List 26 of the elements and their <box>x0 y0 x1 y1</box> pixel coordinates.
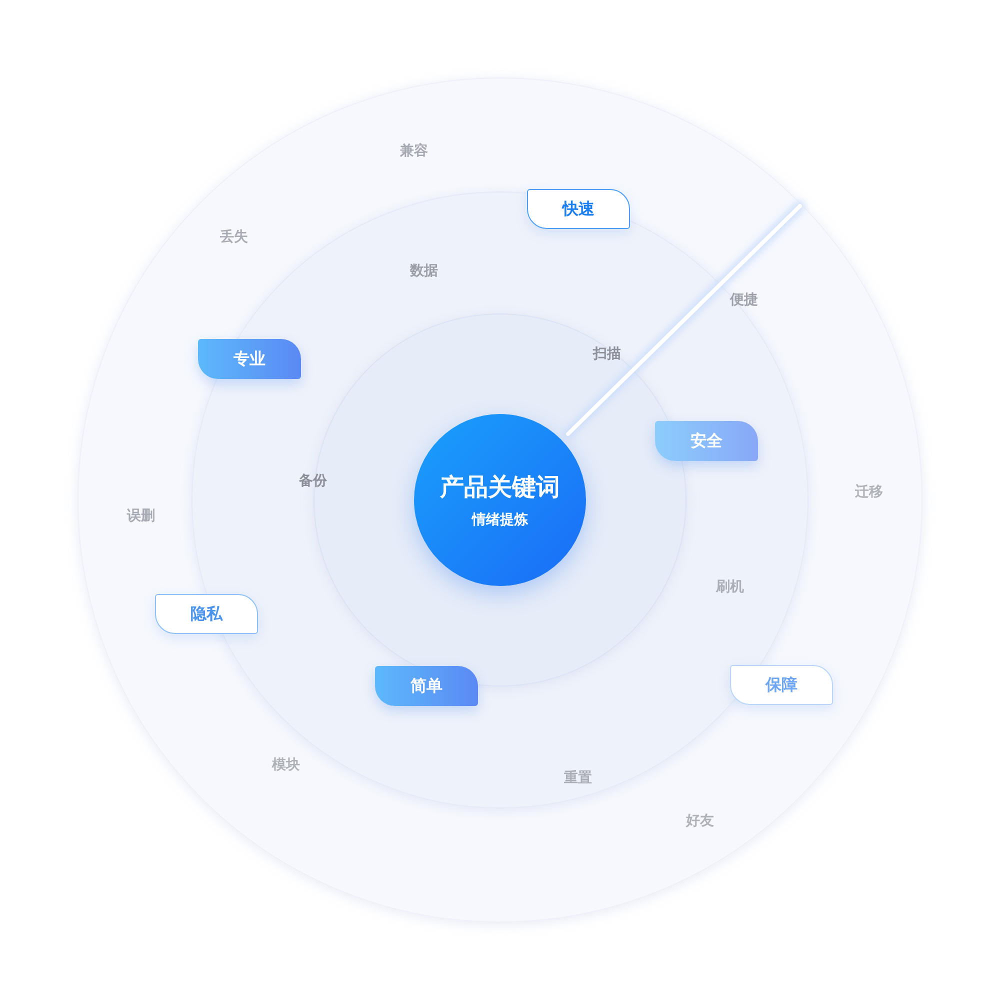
center-heading: 产品关键词 <box>440 473 560 503</box>
keyword: 专业 <box>234 349 266 370</box>
keyword: 快速 <box>562 200 594 220</box>
keyword-label: 兼容 <box>400 142 428 160</box>
keyword-tag <box>527 189 630 229</box>
keyword-label: 模块 <box>272 756 300 774</box>
keyword-tag <box>655 421 758 461</box>
keyword-label: 刷机 <box>716 578 744 596</box>
keyword-label: 备份 <box>299 472 327 490</box>
keyword: 简单 <box>410 676 442 696</box>
keyword-label: 扫描 <box>593 345 621 363</box>
keyword: 保障 <box>766 675 798 696</box>
keyword-label: 好友 <box>686 812 714 830</box>
keyword-tag <box>730 665 833 705</box>
keyword-label: 数据 <box>410 262 438 280</box>
keyword: 安全 <box>690 431 722 452</box>
keyword-label: 丢失 <box>220 228 248 246</box>
keyword-label: 迁移 <box>855 483 883 501</box>
keyword-tag <box>375 666 478 706</box>
keyword-label: 重置 <box>564 769 592 787</box>
keyword-label: 便捷 <box>730 291 758 309</box>
keyword-label: 误删 <box>127 507 155 525</box>
keyword-tag <box>155 594 258 634</box>
keyword-tag <box>198 339 301 379</box>
keyword: 隐私 <box>190 604 222 624</box>
center-subheading: 情绪提炼 <box>472 511 528 529</box>
